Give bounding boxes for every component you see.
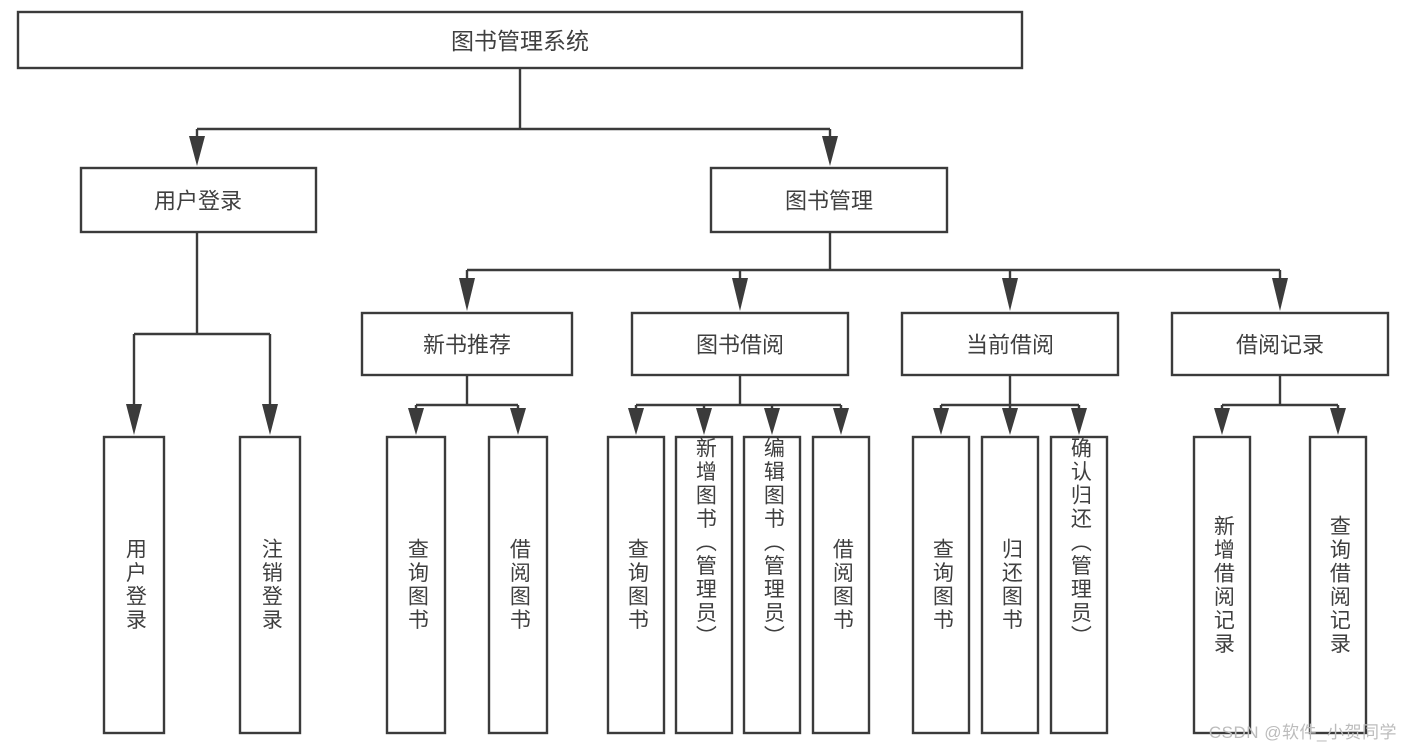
node-book-borrow-label: 图书借阅 [696, 333, 784, 358]
leaf-boxes-group [102, 435, 1368, 735]
connector-group-user-login [126, 232, 278, 435]
leaf-box-add-book[interactable] [674, 435, 734, 735]
node-root[interactable]: 图书管理系统 [16, 10, 1024, 70]
node-borrow-record-label: 借阅记录 [1236, 333, 1324, 358]
node-current-borrow-label: 当前借阅 [966, 333, 1054, 358]
arrow-head-leaf-edit-book [764, 408, 780, 435]
node-current-borrow[interactable]: 当前借阅 [900, 311, 1120, 377]
node-borrow-record-box[interactable] [1170, 311, 1390, 377]
arrow-head-leaf-confirm-return [1071, 408, 1087, 435]
node-user-login-box[interactable] [79, 166, 318, 234]
node-book-management[interactable]: 图书管理 [709, 166, 949, 234]
node-borrow-record[interactable]: 借阅记录 [1170, 311, 1390, 377]
node-new-book-recommend-label: 新书推荐 [423, 333, 511, 358]
arrow-head-leaf-logout-login [262, 404, 278, 435]
arrow-head-leaf-borrow-book-2 [833, 408, 849, 435]
arrow-head-leaf-borrow-book-1 [510, 408, 526, 435]
node-current-borrow-box[interactable] [900, 311, 1120, 377]
leaf-box-query-book-3[interactable] [911, 435, 971, 735]
leaf-box-query-record[interactable] [1308, 435, 1368, 735]
arrow-head-book-borrow [732, 278, 748, 311]
node-book-borrow-box[interactable] [630, 311, 850, 377]
connector-group-root [189, 68, 838, 166]
csdn-watermark: CSDN @软件_小贺同学 [1208, 723, 1397, 742]
node-new-book-recommend-box[interactable] [360, 311, 574, 377]
leaf-box-query-book-2[interactable] [606, 435, 666, 735]
leaf-box-add-record[interactable] [1192, 435, 1252, 735]
node-user-login-label: 用户登录 [154, 189, 242, 214]
leaf-box-query-book-1[interactable] [385, 435, 447, 735]
arrow-head-leaf-add-record [1214, 408, 1230, 435]
arrow-head-borrow-record [1272, 278, 1288, 311]
arrow-head-leaf-query-book-3 [933, 408, 949, 435]
connector-group-book-borrow [628, 375, 849, 435]
leaf-box-logout-login[interactable] [238, 435, 302, 735]
node-root-label: 图书管理系统 [451, 28, 589, 54]
arrow-head-leaf-query-book-1 [408, 408, 424, 435]
node-book-management-box[interactable] [709, 166, 949, 234]
connector-group-current-borrow [933, 375, 1087, 435]
arrow-head-current-borrow [1002, 278, 1018, 311]
arrow-head-leaf-query-record [1330, 408, 1346, 435]
connector-group-new-book-recommend [408, 375, 526, 435]
node-book-borrow[interactable]: 图书借阅 [630, 311, 850, 377]
arrow-head-user-login [189, 136, 205, 166]
node-new-book-recommend[interactable]: 新书推荐 [360, 311, 574, 377]
arrow-head-leaf-query-book-2 [628, 408, 644, 435]
node-root-box[interactable] [16, 10, 1024, 70]
leaf-box-user-login[interactable] [102, 435, 166, 735]
leaf-box-borrow-book-2[interactable] [811, 435, 871, 735]
arrow-head-leaf-user-login [126, 404, 142, 435]
leaf-box-edit-book[interactable] [742, 435, 802, 735]
leaf-box-borrow-book-1[interactable] [487, 435, 549, 735]
arrow-head-book-management [822, 136, 838, 166]
leaf-box-confirm-return[interactable] [1049, 435, 1109, 735]
arrow-head-leaf-return-book [1002, 408, 1018, 435]
connector-group-book-management [459, 232, 1288, 311]
arrow-head-new-book-recommend [459, 278, 475, 311]
node-book-management-label: 图书管理 [785, 189, 873, 214]
arrow-head-leaf-add-book [696, 408, 712, 435]
connector-group-borrow-record [1214, 375, 1346, 435]
node-user-login[interactable]: 用户登录 [79, 166, 318, 234]
leaf-box-return-book[interactable] [980, 435, 1040, 735]
